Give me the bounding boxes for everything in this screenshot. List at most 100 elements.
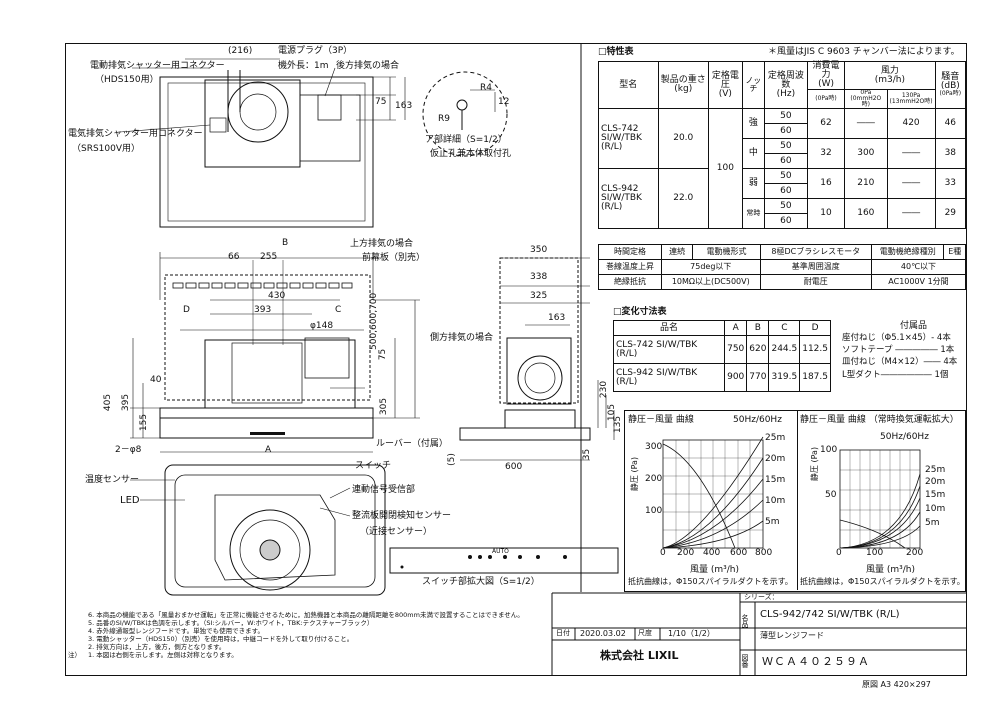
led-label: LED	[120, 495, 140, 506]
h-noise-sub: (0Pa時)	[939, 90, 962, 97]
spec-title: □特性表	[598, 47, 634, 57]
h-voltage: 定格電圧	[711, 70, 739, 90]
chart2-fan-curve	[839, 519, 906, 549]
chart1-xtick-200: 200	[677, 548, 695, 558]
acc-0: 座付ねじ（Φ5.1×45）- 4本	[842, 333, 951, 343]
detail-r4: R4	[480, 83, 492, 93]
dim-D: D	[183, 305, 190, 315]
tb-company: 株式会社 LIXIL	[600, 649, 679, 662]
weight1: 20.0	[657, 108, 709, 169]
chart1-xtick-400: 400	[703, 548, 721, 558]
dims-r1-b: 770	[746, 363, 770, 392]
dims-r1-a: 900	[724, 363, 748, 392]
dim-255: 255	[260, 252, 278, 262]
h-flow: 風力	[880, 65, 899, 76]
h-weight-unit: (kg)	[674, 84, 693, 94]
hole-label: 2－φ8	[115, 445, 142, 455]
power-3: 10	[806, 198, 846, 229]
h-power: 消費電力	[812, 61, 840, 80]
chart2-resistance-25m	[839, 473, 921, 549]
chart1-ytick-300: 300	[645, 442, 663, 452]
tb-date: 2020.03.02	[580, 629, 626, 638]
note-5: 5. 品番のSI/W/TBKは色調を示します。（SI:シルバー，W:ホワイト，T…	[88, 619, 374, 627]
detail-title: ア部詳細（S=1/2）	[425, 135, 507, 145]
note-4: 4. 赤外線通報型レンジフードです。単独でも使用できます。	[88, 627, 264, 635]
cord-length-label: 機外長：1m	[278, 61, 329, 71]
tb-scale: 1/10（1/2）	[668, 629, 715, 638]
h-noise: 騒音	[941, 72, 960, 82]
dims-r1-d: 187.5	[799, 363, 831, 392]
rear-exhaust-label: 後方排気の場合	[336, 61, 400, 71]
h-flow-130-sub: (13mmH2O時)	[889, 98, 933, 105]
tb-paper: 原図 A3 420×297	[862, 680, 931, 689]
temp-sensor-label: 温度センサー	[85, 475, 140, 485]
dim-600: 600	[505, 462, 523, 472]
chart2-subtitle: 50Hz/60Hz	[880, 432, 929, 442]
chart1-fan-curve	[662, 443, 736, 549]
side-bottom	[459, 427, 591, 441]
link-sensor-label: 連動信号受信部	[352, 485, 416, 495]
chart1-xtick-0: 0	[660, 548, 666, 558]
chart1-ytick-100: 100	[645, 506, 663, 516]
dims-r1-name1: CLS-942 SI/W/TBK	[616, 367, 698, 378]
flow130-1: ――	[886, 138, 936, 169]
flow0-1: 300	[844, 138, 888, 169]
chart1-xtick-800: 800	[755, 548, 773, 558]
chart1-xlabel: 風量 (m³/h)	[690, 565, 739, 575]
chart2-xtick-0: 0	[836, 548, 842, 558]
h-voltage-unit: (V)	[718, 88, 732, 99]
model1-b: SI/W/TBK	[601, 133, 642, 143]
front-panel-optional	[164, 274, 371, 401]
tb-dwg-label: 図番	[741, 654, 749, 668]
tb-date-label: 日付	[556, 629, 570, 637]
chart1-curve-10m: 10m	[765, 496, 786, 506]
power-1: 32	[806, 138, 846, 169]
chart2-curve-5m: 5m	[925, 518, 940, 528]
tb-dwg-no: ＷＣＡ４０２５９Ａ	[762, 655, 870, 668]
h-notch: ノッチ	[741, 61, 765, 109]
front-bottom	[159, 417, 374, 439]
dim-325: 325	[530, 291, 548, 301]
dim-163: 163	[395, 101, 413, 111]
chart2-curve-25m: 25m	[925, 465, 946, 475]
switch-zoom-label: スイッチ部拡大図（S=1/2）	[422, 577, 540, 587]
dims-r0-d: 112.5	[799, 335, 831, 364]
tb-scale-label: 尺度	[638, 629, 652, 637]
chart1-resistance-15m	[662, 478, 764, 549]
chart1-resistance-10m	[662, 499, 764, 549]
side-exhaust-label: 側方排気の場合	[430, 333, 494, 343]
h-weight: 製品の重さ	[660, 75, 706, 85]
voltage: 100	[707, 108, 743, 229]
flow130-2: ――	[886, 168, 936, 199]
top-view-outline	[159, 76, 374, 228]
chart1-grid	[663, 440, 763, 548]
noise-3: 29	[934, 198, 967, 229]
h-flow-0: 0Pa	[860, 89, 872, 96]
dims-h-b: B	[746, 320, 770, 336]
tb-name: 薄型レンジフード	[760, 631, 824, 640]
chart2-resistance-15m	[839, 497, 921, 549]
detail-12: 12	[498, 97, 510, 107]
dim-66: 66	[228, 252, 240, 262]
detail-sub: 仮止孔兼本体取付孔	[430, 149, 512, 159]
louver-label: ルーバー（付属）	[376, 439, 448, 449]
flow0-0: ――	[844, 108, 888, 139]
h-noise-unit: (dB)	[940, 81, 960, 91]
dim-338: 338	[530, 272, 548, 282]
dims-table: 品名 A B C D CLS-742 SI/W/TBK(R/L) 750 620…	[612, 320, 831, 392]
weight2: 22.0	[657, 168, 709, 229]
chart2-ytick-50: 50	[825, 490, 837, 500]
charts-divider	[797, 410, 798, 590]
dim-430: 430	[268, 291, 286, 301]
acc-3: L型ダクト―――――― 1個	[842, 370, 949, 380]
notch-3: 常時	[741, 198, 765, 229]
model2-b: SI/W/TBK	[601, 193, 642, 203]
acc-1: ソフトテープ ――――― 1本	[842, 345, 955, 355]
chart2-curve-15m: 15m	[925, 490, 946, 500]
h-flow-130: 130Pa	[901, 92, 921, 99]
dim-40: 40	[150, 375, 162, 385]
plate-sensor-label: 整流板開閉検知センサー	[352, 511, 452, 521]
chart1-ytick-200: 200	[645, 474, 663, 484]
detail-r9: R9	[438, 114, 450, 124]
